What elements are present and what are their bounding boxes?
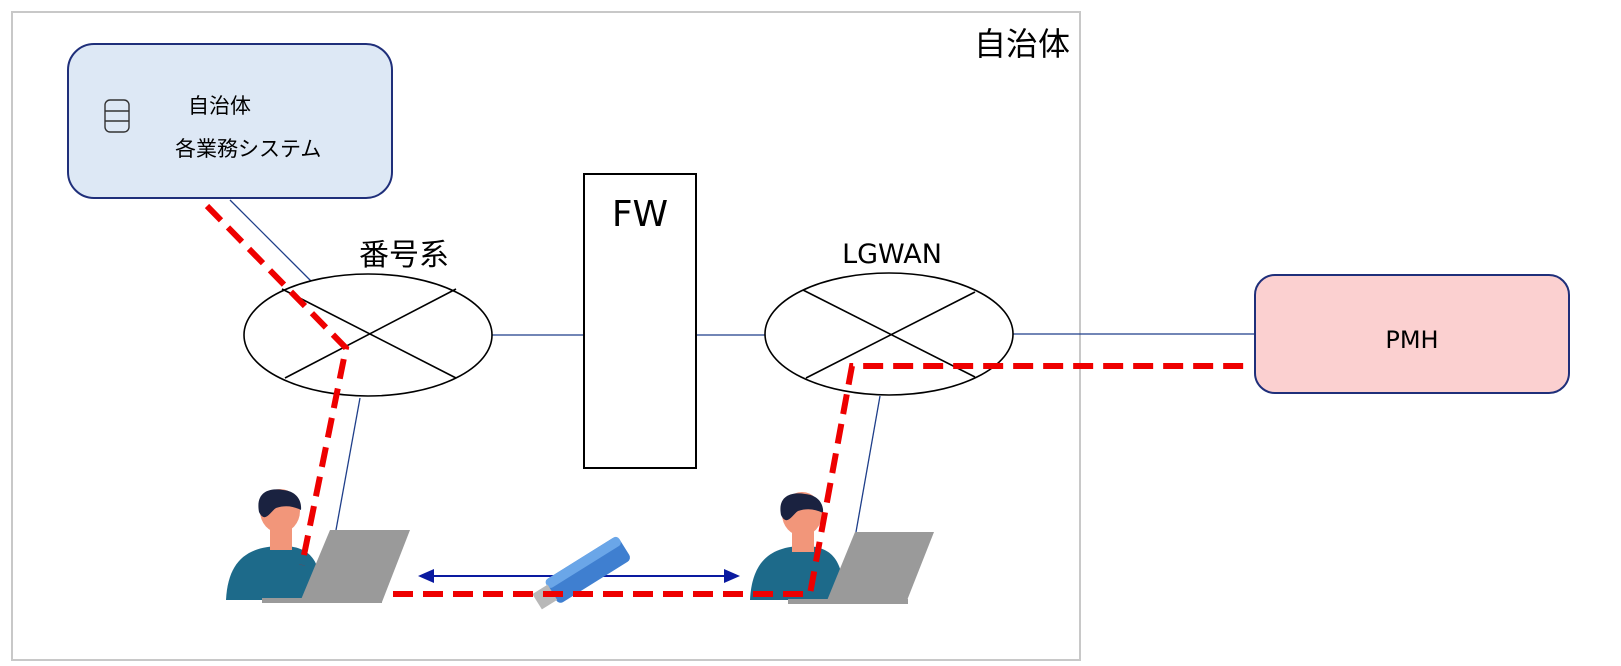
link-system-to-numbering [229, 199, 313, 283]
data-path-segment [393, 363, 1250, 597]
network-links [229, 199, 1256, 533]
firewall: FW [583, 173, 697, 469]
usb-drive-icon [532, 536, 630, 610]
link-lgwan-to-pc-right [855, 395, 881, 533]
lgwan-network: LGWAN [764, 239, 1014, 396]
database-icon [104, 99, 130, 133]
firewall-shape [583, 173, 697, 469]
pmh-box-shape [1254, 274, 1570, 394]
system-box-title: 自治体 [188, 94, 251, 118]
municipality-label: 自治体 [974, 25, 1070, 63]
data-path [204, 203, 1250, 597]
laptop-icon [262, 530, 410, 603]
pmh-box: PMH [1254, 274, 1570, 394]
pmh-label: PMH [1385, 326, 1438, 354]
lgwan-network-label: LGWAN [842, 239, 942, 270]
person-icon [750, 492, 844, 600]
person-icon [226, 489, 322, 600]
system-box-shape [67, 43, 393, 199]
user-right [750, 492, 934, 604]
numbering-network-label: 番号系 [359, 238, 449, 273]
link-numbering-to-pc-left [335, 397, 361, 531]
data-path-segment [204, 203, 350, 566]
user-left [226, 489, 410, 603]
laptop-icon [788, 532, 934, 604]
system-box: 自治体 各業務システム [67, 43, 393, 199]
system-box-subtitle: 各業務システム [175, 137, 321, 161]
firewall-label: FW [612, 194, 668, 235]
